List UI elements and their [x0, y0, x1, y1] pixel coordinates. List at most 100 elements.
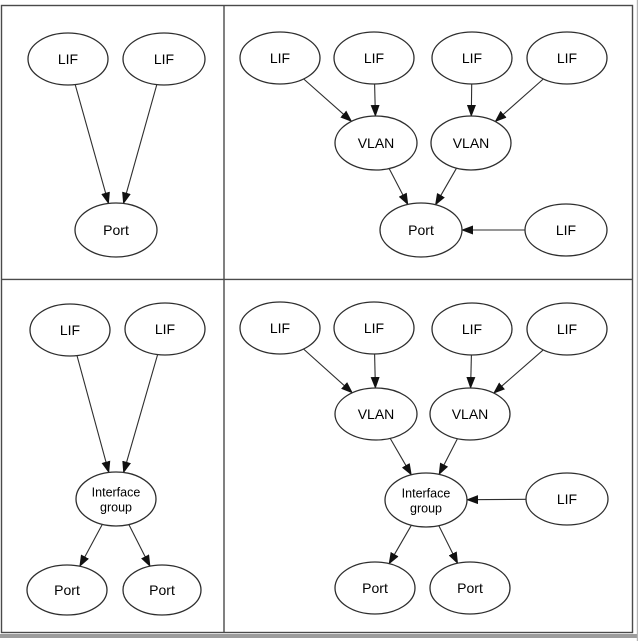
edge-arrow-br_lif3-to-br_vlan2 — [466, 354, 476, 389]
edge-arrow-br_ig-to-br_port2 — [438, 525, 459, 565]
diagram-edges — [74, 78, 544, 568]
port-ellipse — [429, 561, 511, 615]
lif-ellipse — [524, 203, 608, 257]
interface-group-ellipse — [384, 472, 468, 528]
lif-ellipse — [29, 303, 111, 357]
node-port: Port — [122, 564, 202, 616]
vlan-ellipse — [334, 387, 418, 441]
lif-ellipse — [122, 32, 206, 86]
edge-arrow-br_vlan1-to-br_ig — [389, 438, 412, 476]
port-ellipse — [74, 202, 158, 258]
edge-arrow-tr_vlan1-to-tr_port — [388, 168, 409, 206]
edge-arrow-tr_lif1-to-tr_vlan1 — [303, 78, 353, 122]
node-lif: LIF — [525, 472, 609, 526]
vlan-ellipse — [429, 387, 511, 441]
lif-label: LIF — [364, 320, 384, 336]
vlan-label: VLAN — [358, 135, 395, 151]
node-vlan: VLAN — [429, 387, 511, 441]
port-label: Port — [54, 582, 80, 598]
lif-label: LIF — [462, 321, 482, 337]
edge-arrow-br_vlan2-to-br_ig — [438, 438, 458, 476]
node-vlan: VLAN — [334, 115, 418, 171]
vlan-label: VLAN — [358, 406, 395, 422]
node-lif: LIF — [122, 32, 206, 86]
port-label: Port — [408, 222, 434, 238]
node-lif: LIF — [431, 31, 513, 85]
vlan-label: VLAN — [452, 406, 489, 422]
node-lif: LIF — [29, 303, 111, 357]
node-lif: LIF — [333, 301, 415, 355]
port-ellipse — [379, 202, 463, 258]
vlan-ellipse — [430, 115, 512, 171]
lif-label: LIF — [270, 320, 290, 336]
edge-arrow-br_lif2-to-br_vlan1 — [370, 353, 380, 389]
node-vlan: VLAN — [334, 387, 418, 441]
node-port: Port — [334, 561, 416, 615]
port-ellipse — [334, 561, 416, 615]
lif-label: LIF — [58, 51, 78, 67]
edge-arrow-tl_lif1-to-tl_port — [74, 84, 110, 205]
interface-group-ellipse — [75, 471, 157, 527]
vlan-ellipse — [334, 115, 418, 171]
lif-ellipse — [526, 31, 608, 85]
lif-label: LIF — [155, 321, 175, 337]
node-port: Port — [379, 202, 463, 258]
lif-label: LIF — [556, 222, 576, 238]
port-ellipse — [122, 564, 202, 616]
node-lif: LIF — [27, 32, 109, 86]
lif-label: LIF — [557, 491, 577, 507]
node-lif: LIF — [239, 31, 321, 85]
node-port: Port — [429, 561, 511, 615]
lif-ellipse — [124, 302, 206, 356]
edge-arrow-tr_lif2-to-tr_vlan1 — [370, 83, 380, 117]
lif-ellipse — [431, 302, 513, 356]
lif-label: LIF — [557, 50, 577, 66]
node-lif: LIF — [524, 203, 608, 257]
port-label: Port — [149, 582, 175, 598]
lif-label: LIF — [60, 322, 80, 338]
bottom-shadow-edge — [0, 634, 638, 638]
edge-arrow-tl_lif2-to-tl_port — [122, 84, 158, 205]
node-lif: LIF — [333, 31, 415, 85]
port-ellipse — [26, 564, 108, 616]
lif-label: LIF — [462, 50, 482, 66]
lif-label: LIF — [364, 50, 384, 66]
lif-ellipse — [239, 31, 321, 85]
lif-label: LIF — [557, 321, 577, 337]
port-label: Port — [103, 222, 129, 238]
right-shadow-edge — [636, 0, 638, 641]
lif-ellipse — [333, 301, 415, 355]
lif-label: LIF — [270, 50, 290, 66]
port-label: Port — [362, 580, 388, 596]
edge-arrow-br_lif4-to-br_vlan2 — [493, 349, 544, 394]
node-port: Port — [26, 564, 108, 616]
edge-arrow-tr_lif4-to-tr_vlan2 — [494, 78, 544, 123]
edge-arrow-bl_lif2-to-bl_ig — [122, 354, 159, 474]
port-label: Port — [457, 580, 483, 596]
edge-arrow-tr_vlan2-to-tr_port — [435, 167, 457, 206]
node-lif: LIF — [526, 31, 608, 85]
lif-ellipse — [525, 472, 609, 526]
lif-ellipse — [526, 302, 608, 356]
edge-arrow-bl_lif1-to-bl_ig — [76, 355, 111, 474]
node-lif: LIF — [239, 301, 321, 355]
node-lif: LIF — [431, 302, 513, 356]
lif-ellipse — [27, 32, 109, 86]
outer-frame — [0, 4, 634, 634]
lif-ellipse — [333, 31, 415, 85]
edge-arrow-br_ig-to-br_port1 — [388, 524, 412, 565]
edge-arrow-br_lif1-to-br_vlan1 — [303, 348, 354, 394]
lif-ellipse — [431, 31, 513, 85]
lif-label: LIF — [154, 51, 174, 67]
edge-arrow-bl_ig-to-bl_port2 — [128, 524, 151, 568]
node-lif: LIF — [526, 302, 608, 356]
edge-arrow-bl_ig-to-bl_port1 — [79, 524, 103, 568]
